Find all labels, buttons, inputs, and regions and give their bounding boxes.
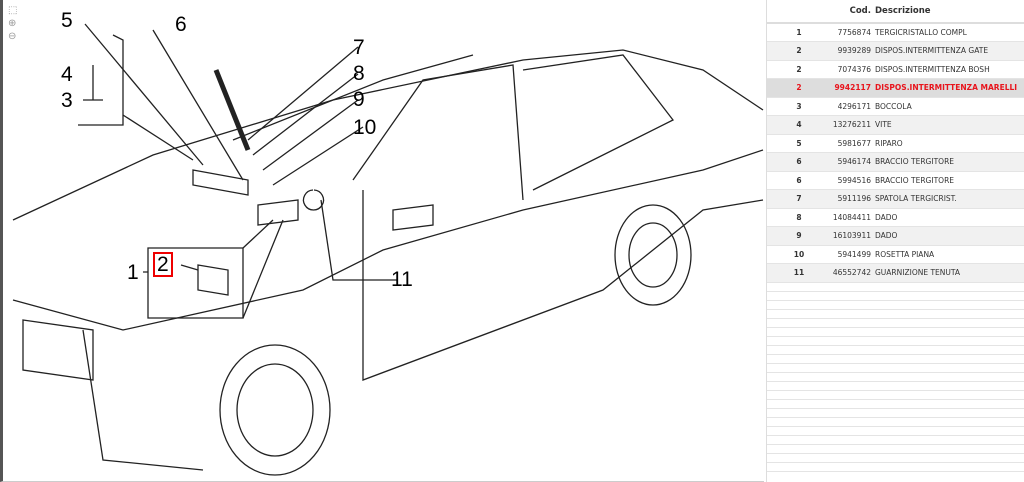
cell-cod: 5946174 (831, 152, 875, 172)
cell-cod: 14084411 (831, 208, 875, 227)
empty-row (767, 454, 1024, 463)
cell-n: 6 (767, 171, 831, 190)
cell-cod: 16103911 (831, 226, 875, 246)
cell-n: 8 (767, 208, 831, 227)
cell-n: 7 (767, 189, 831, 209)
callout-6[interactable]: 6 (175, 13, 187, 36)
col-desc: Descrizione (875, 0, 1024, 24)
callout-1[interactable]: 1 (127, 261, 139, 284)
cell-desc: DADO (875, 208, 1024, 227)
empty-row (767, 337, 1024, 346)
cell-n: 2 (767, 60, 831, 79)
empty-row (767, 418, 1024, 427)
cell-desc: DISPOS.INTERMITTENZA GATE (875, 41, 1024, 61)
empty-row (767, 346, 1024, 355)
empty-row (767, 400, 1024, 409)
cell-n: 4 (767, 115, 831, 135)
cell-cod: 5941499 (831, 245, 875, 264)
col-cod: Cod. (831, 0, 875, 24)
cell-desc: BRACCIO TERGITORE (875, 171, 1024, 190)
empty-row (767, 328, 1024, 337)
cell-desc: VITE (875, 115, 1024, 135)
callout-9[interactable]: 9 (353, 88, 365, 111)
empty-row (767, 301, 1024, 310)
zoom-in-icon[interactable]: ⊕ (8, 18, 17, 29)
callout-3[interactable]: 3 (61, 89, 73, 112)
cell-cod: 13276211 (831, 115, 875, 135)
cell-n: 6 (767, 152, 831, 172)
cell-cod: 5981677 (831, 134, 875, 153)
empty-row (767, 436, 1024, 445)
cell-desc: DADO (875, 226, 1024, 246)
cell-cod: 9939289 (831, 41, 875, 61)
cell-n: 10 (767, 245, 831, 264)
cell-cod: 5994516 (831, 171, 875, 190)
empty-row (767, 373, 1024, 382)
callout-11[interactable]: 11 (391, 268, 413, 291)
col-number (767, 0, 831, 24)
cell-n: 5 (767, 134, 831, 153)
empty-row (767, 463, 1024, 472)
callout-8[interactable]: 8 (353, 62, 365, 85)
callout-10[interactable]: 10 (353, 116, 377, 139)
empty-row (767, 292, 1024, 301)
cell-desc: ROSETTA PIANA (875, 245, 1024, 264)
empty-row (767, 382, 1024, 391)
cell-n: 9 (767, 226, 831, 246)
cell-n: 3 (767, 97, 831, 116)
zoom-out-icon[interactable]: ⊖ (8, 31, 17, 42)
cell-cod: 4296171 (831, 97, 875, 116)
empty-row (767, 355, 1024, 364)
cell-desc: DISPOS.INTERMITTENZA MARELLI (875, 78, 1024, 98)
cell-cod: 46552742 (831, 263, 875, 283)
callout-7[interactable]: 7 (353, 36, 365, 59)
cell-n: 2 (767, 78, 831, 98)
empty-row (767, 409, 1024, 418)
callout-4[interactable]: 4 (61, 63, 73, 86)
cell-cod: 9942117 (831, 78, 875, 98)
cell-cod: 7074376 (831, 60, 875, 79)
cell-desc: RIPARO (875, 134, 1024, 153)
fit-icon[interactable]: ⬚ (8, 5, 18, 16)
empty-row (767, 310, 1024, 319)
empty-row (767, 364, 1024, 373)
callout-5[interactable]: 5 (61, 9, 73, 32)
empty-row (767, 427, 1024, 436)
cell-n: 2 (767, 41, 831, 61)
cell-desc: GUARNIZIONE TENUTA (875, 263, 1024, 283)
cell-cod: 7756874 (831, 23, 875, 42)
cell-n: 1 (767, 23, 831, 42)
cell-n: 11 (767, 263, 831, 283)
callout-2-highlighted[interactable]: 2 (153, 252, 173, 277)
cell-desc: DISPOS.INTERMITTENZA BOSH (875, 60, 1024, 79)
cell-cod: 5911196 (831, 189, 875, 209)
empty-row (767, 445, 1024, 454)
car-drawing (12, 23, 764, 476)
cell-desc: BRACCIO TERGITORE (875, 152, 1024, 172)
cell-desc: SPATOLA TERGICRIST. (875, 189, 1024, 209)
diagram-toolbar: ⬚ ⊕ ⊖ (8, 4, 22, 43)
empty-row (767, 319, 1024, 328)
parts-diagram: ⬚ ⊕ ⊖ 5 6 4 3 7 8 9 10 1 2 11 (0, 0, 764, 482)
cell-desc: TERGICRISTALLO COMPL (875, 23, 1024, 42)
empty-row (767, 391, 1024, 400)
empty-row (767, 283, 1024, 292)
cell-desc: BOCCOLA (875, 97, 1024, 116)
